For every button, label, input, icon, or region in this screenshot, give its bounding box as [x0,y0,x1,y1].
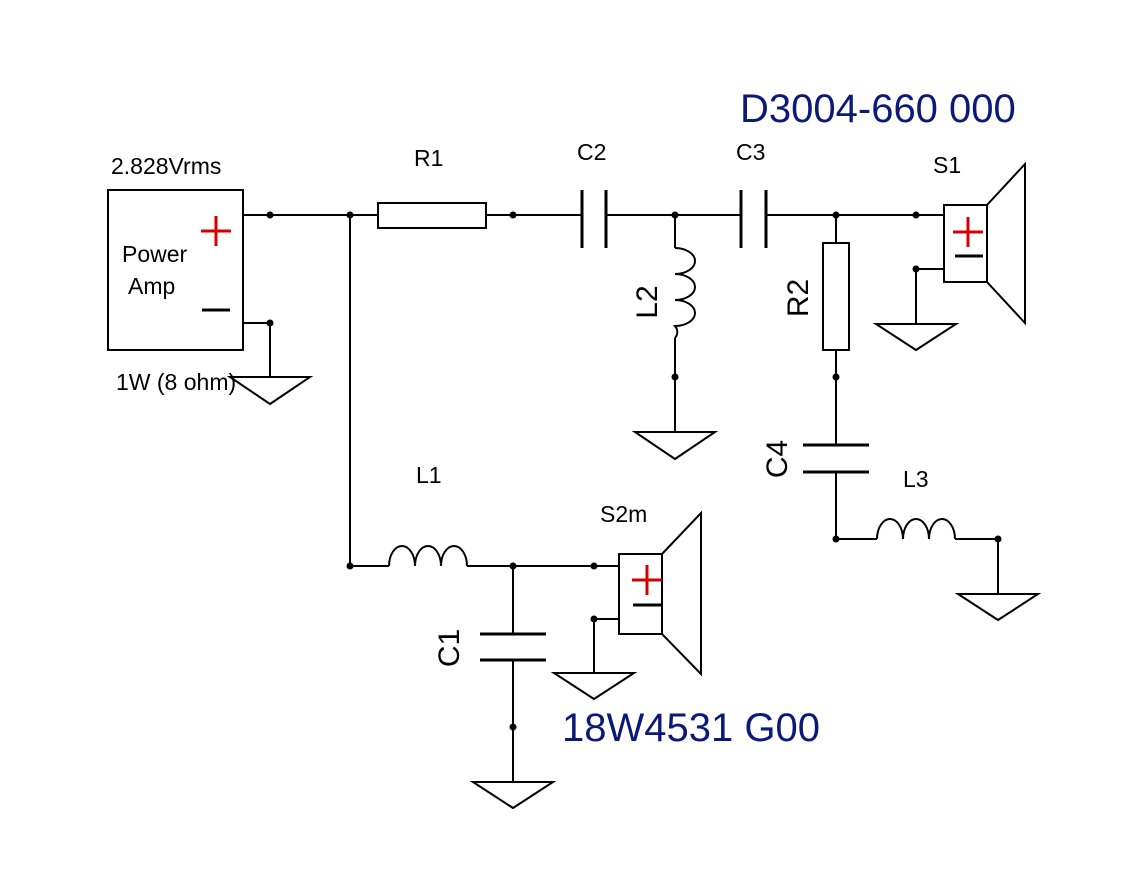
s1-ground-symbol [872,323,960,352]
amp-ground-symbol [226,376,314,406]
l3-label: L3 [903,466,929,492]
c3-label: C3 [736,139,765,165]
l1-label: L1 [416,462,442,488]
amp-label-line2: Amp [128,273,175,299]
junction-dot [832,373,840,381]
junction-dot [912,265,920,273]
junction-dot [671,373,679,381]
inductor-l3 [876,518,956,540]
junction-dot [509,562,517,570]
source-voltage-label: 2.828Vrms [111,153,221,179]
source-power-label: 1W (8 ohm) [116,369,236,395]
inductor-l2 [672,247,696,339]
r1-label: R1 [414,145,443,171]
tweeter-model-label: D3004-660 000 [740,87,1016,131]
l2-label: L2 [631,285,664,318]
s1-label: S1 [933,152,961,178]
power-amp: Power Amp [107,189,244,351]
junction-dot [509,723,517,731]
tweeter-speaker [943,161,1026,326]
amp-label-line1: Power [122,241,188,267]
junction-dot [266,319,274,327]
s2m-ground-symbol [550,672,638,701]
l3-ground-symbol [954,593,1042,622]
junction-dot [346,211,354,219]
capacitor-c4 [803,443,869,474]
junction-dot [671,211,679,219]
c2-label: C2 [577,139,606,165]
junction-dot [590,615,598,623]
junction-dot [346,562,354,570]
r2-label: R2 [782,279,815,317]
capacitor-c1 [480,632,546,662]
junction-dot [912,211,920,219]
junction-dot [832,535,840,543]
c4-label: C4 [761,440,794,478]
woofer-model-label: 18W4531 G00 [562,706,820,750]
junction-dots [266,211,1002,731]
capacitor-c2 [580,190,608,248]
resistor-r1 [377,202,487,229]
c1-label: C1 [433,629,466,667]
l2-ground-symbol [631,431,719,461]
s2m-label: S2m [600,501,647,527]
resistor-r2 [822,242,850,351]
junction-dot [832,211,840,219]
junction-dot [994,535,1002,543]
c1-ground-symbol [469,781,557,810]
junction-dot [509,211,517,219]
woofer-speaker [618,510,702,677]
capacitor-c3 [739,190,768,248]
junction-dot [266,211,274,219]
junction-dot [590,562,598,570]
inductor-l1 [388,545,468,567]
